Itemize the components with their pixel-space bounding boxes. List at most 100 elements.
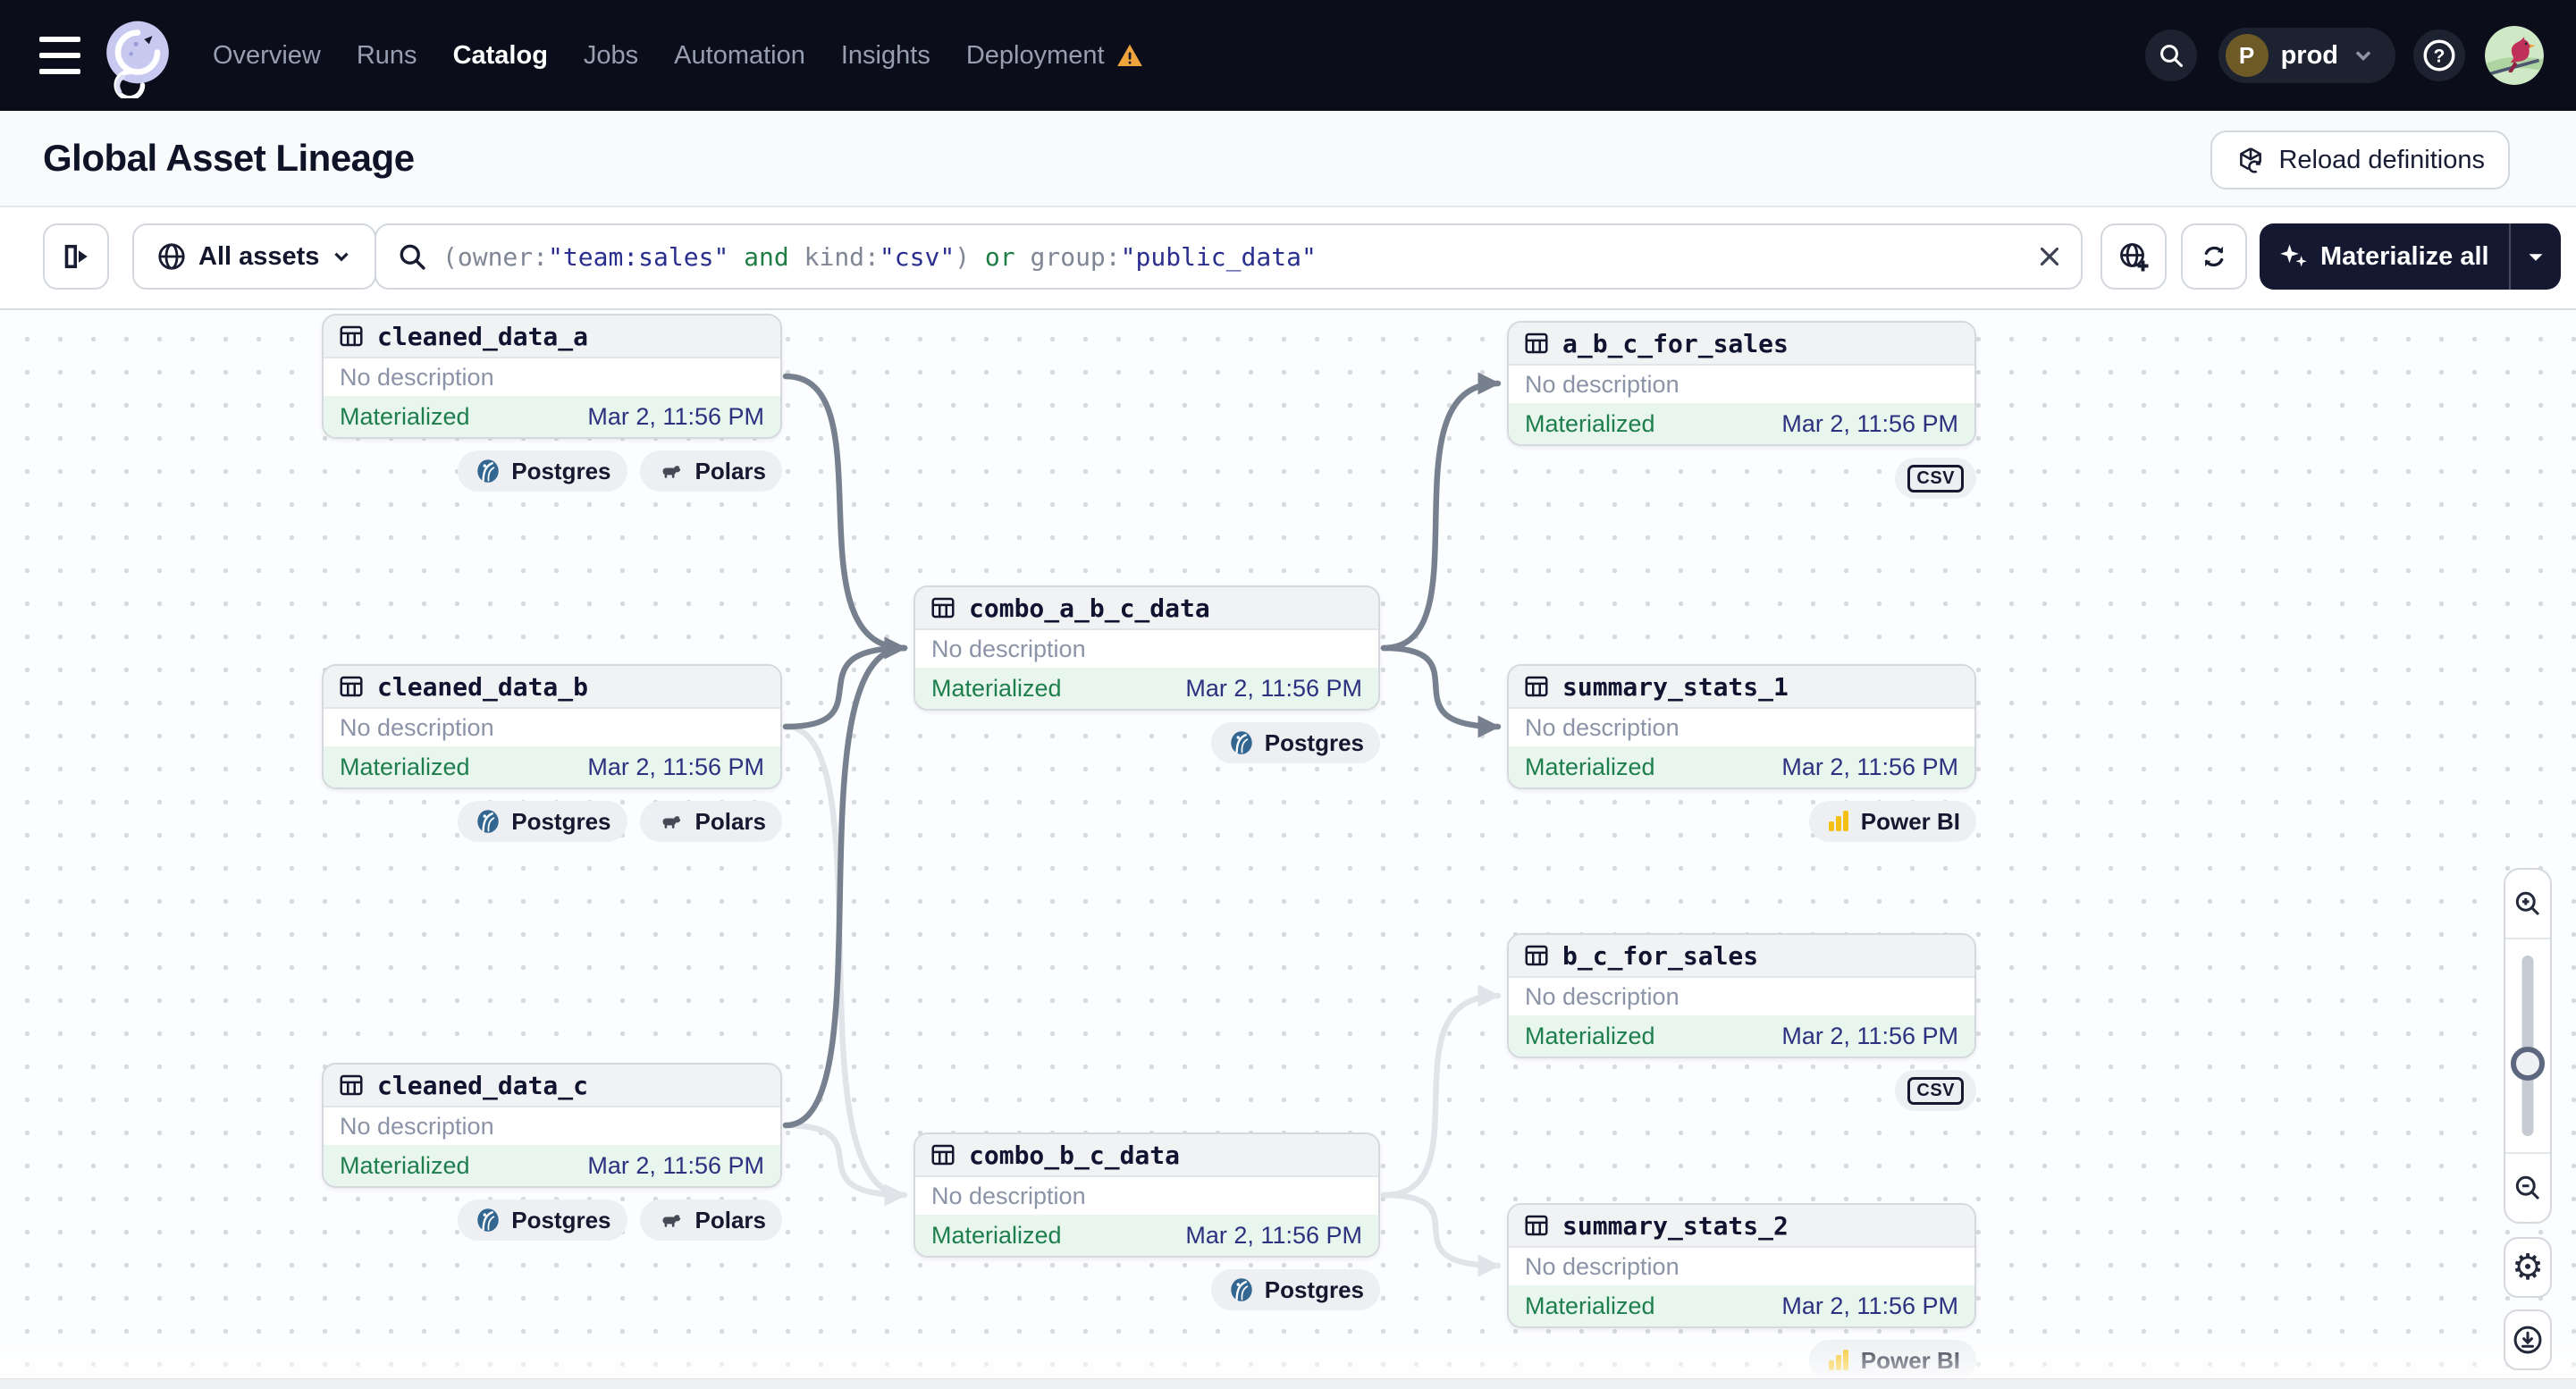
gear-icon: ⚙ (2512, 1248, 2544, 1287)
lineage-edge-combo_a_b_c_data-to-summary_stats_1 (1380, 644, 1502, 738)
reload-definitions-label: Reload definitions (2278, 145, 2485, 174)
asset-name: cleaned_data_a (377, 321, 589, 351)
page-title: Global Asset Lineage (43, 137, 415, 179)
menu-icon[interactable] (39, 37, 80, 74)
kind-badge-postgres[interactable]: Postgres (458, 450, 627, 492)
nav-item-catalog[interactable]: Catalog (453, 41, 548, 71)
asset-description: No description (1509, 978, 1974, 1015)
horizontal-scrollbar[interactable] (0, 1378, 2576, 1389)
nav-item-overview[interactable]: Overview (213, 41, 321, 71)
asset-name: cleaned_data_c (377, 1070, 589, 1100)
postgres-icon (474, 807, 502, 836)
open-asset-panel-button[interactable] (43, 223, 109, 290)
zoom-out-icon (2515, 1175, 2540, 1200)
reload-definitions-button[interactable]: Reload definitions (2210, 130, 2510, 189)
kind-badge-polars[interactable]: Polars (639, 450, 782, 492)
asset-node-summary_stats_1[interactable]: summary_stats_1 No description Materiali… (1507, 664, 1976, 789)
query-segment: or (970, 241, 1031, 272)
asset-node-summary_stats_2[interactable]: summary_stats_2 No description Materiali… (1507, 1203, 1976, 1328)
asset-node-cleaned_data_c[interactable]: cleaned_data_c No description Materializ… (322, 1063, 782, 1188)
asset-scope-dropdown[interactable]: All assets (132, 223, 377, 290)
user-avatar[interactable] (2485, 26, 2544, 85)
kind-badge-csv[interactable]: csv (1895, 458, 1976, 499)
asset-kind-badges: Power BI (1507, 801, 1976, 842)
asset-node-header: combo_a_b_c_data (915, 587, 1378, 630)
nav-item-insights[interactable]: Insights (841, 41, 930, 71)
asset-kind-badges: Postgres Polars (322, 450, 782, 492)
postgres-icon (1227, 728, 1256, 757)
asset-node-cleaned_data_a[interactable]: cleaned_data_a No description Materializ… (322, 314, 782, 439)
lineage-toolbar: All assets (owner:"team:sales" and kind:… (0, 209, 2576, 308)
asset-node-combo_a_b_c_data[interactable]: combo_a_b_c_data No description Material… (913, 585, 1380, 711)
asset-kind-badges: Postgres Polars (322, 801, 782, 842)
search-button[interactable] (2144, 29, 2197, 81)
asset-status-row: Materialized Mar 2, 11:56 PM (1509, 746, 1974, 787)
postgres-icon (474, 1206, 502, 1234)
materialized-timestamp: Mar 2, 11:56 PM (1781, 1292, 1958, 1319)
help-button[interactable]: ? (2413, 29, 2465, 81)
asset-node-a_b_c_for_sales[interactable]: a_b_c_for_sales No description Materiali… (1507, 321, 1976, 446)
zoom-out-button[interactable] (2505, 1152, 2550, 1222)
materialize-options-caret[interactable] (2511, 223, 2561, 290)
globe-plus-icon (2120, 243, 2149, 272)
kind-badge-postgres[interactable]: Postgres (1210, 722, 1380, 763)
kind-badge-powerbi[interactable]: Power BI (1808, 1340, 1976, 1381)
refresh-button[interactable] (2181, 223, 2247, 290)
zoom-slider-track[interactable] (2521, 955, 2534, 1136)
kind-badge-label: Postgres (511, 1206, 611, 1233)
asset-node-header: summary_stats_2 (1509, 1205, 1974, 1248)
zoom-in-icon (2515, 891, 2540, 916)
asset-node-group: combo_b_c_data No description Materializ… (913, 1132, 1380, 1310)
nav-item-label: Jobs (583, 40, 639, 70)
kind-badge-label: Postgres (511, 807, 611, 835)
asset-node-combo_b_c_data[interactable]: combo_b_c_data No description Materializ… (913, 1132, 1380, 1258)
asset-scope-label: All assets (198, 241, 320, 271)
split-button-divider (2508, 223, 2511, 290)
nav-item-deployment[interactable]: Deployment (966, 41, 1144, 71)
postgres-icon (1227, 1275, 1256, 1304)
lineage-edge-cleaned_data_c-to-combo_b_c_data (782, 1122, 908, 1207)
materialized-timestamp: Mar 2, 11:56 PM (1781, 753, 1958, 780)
materialized-status: Materialized (340, 753, 470, 780)
zoom-in-button[interactable] (2505, 870, 2550, 939)
kind-badge-powerbi[interactable]: Power BI (1808, 801, 1976, 842)
nav-item-automation[interactable]: Automation (674, 41, 805, 71)
clear-filter-icon[interactable] (2034, 241, 2065, 272)
search-query: (owner:"team:sales" and kind:"csv") or g… (442, 242, 2034, 272)
materialized-status: Materialized (340, 402, 470, 430)
kind-badge-csv[interactable]: csv (1895, 1070, 1976, 1111)
nav-item-jobs[interactable]: Jobs (584, 41, 638, 71)
zoom-slider[interactable] (2505, 939, 2550, 1152)
materialized-timestamp: Mar 2, 11:56 PM (1185, 1221, 1362, 1249)
kind-badge-polars[interactable]: Polars (639, 801, 782, 842)
new-scope-button[interactable] (2100, 223, 2167, 290)
asset-kind-badges: csv (1507, 458, 1976, 499)
asset-node-b_c_for_sales[interactable]: b_c_for_sales No description Materialize… (1507, 933, 1976, 1058)
materialize-all-button[interactable]: Materialize all (2260, 223, 2509, 290)
kind-badge-postgres[interactable]: Postgres (458, 1200, 627, 1241)
download-image-button[interactable] (2504, 1309, 2552, 1370)
asset-node-header: a_b_c_for_sales (1509, 323, 1974, 366)
nav-item-runs[interactable]: Runs (357, 41, 417, 71)
query-segment: (owner: (442, 241, 549, 272)
dagster-logo[interactable] (98, 16, 177, 101)
nav-item-label: Catalog (452, 40, 548, 70)
kind-badge-postgres[interactable]: Postgres (1210, 1269, 1380, 1310)
deployment-switcher[interactable]: P prod (2218, 28, 2395, 83)
graph-settings-button[interactable]: ⚙ (2504, 1237, 2552, 1298)
asset-node-cleaned_data_b[interactable]: cleaned_data_b No description Materializ… (322, 664, 782, 789)
kind-badge-polars[interactable]: Polars (639, 1200, 782, 1241)
asset-filter-input[interactable]: (owner:"team:sales" and kind:"csv") or g… (375, 223, 2083, 290)
lineage-edge-cleaned_data_b-to-combo_b_c_data (782, 723, 908, 1207)
caret-down-icon (2529, 254, 2543, 261)
asset-node-group: combo_a_b_c_data No description Material… (913, 585, 1380, 763)
kind-badge-postgres[interactable]: Postgres (458, 801, 627, 842)
materialized-status: Materialized (1525, 1022, 1655, 1049)
materialize-all-label: Materialize all (2320, 241, 2489, 271)
zoom-slider-thumb[interactable] (2511, 1047, 2545, 1081)
materialized-timestamp: Mar 2, 11:56 PM (587, 1151, 764, 1179)
asset-description: No description (915, 1177, 1378, 1215)
asset-name: combo_a_b_c_data (969, 593, 1210, 623)
lineage-canvas[interactable]: cleaned_data_a No description Materializ… (0, 308, 2576, 1381)
asset-name: a_b_c_for_sales (1562, 328, 1789, 358)
